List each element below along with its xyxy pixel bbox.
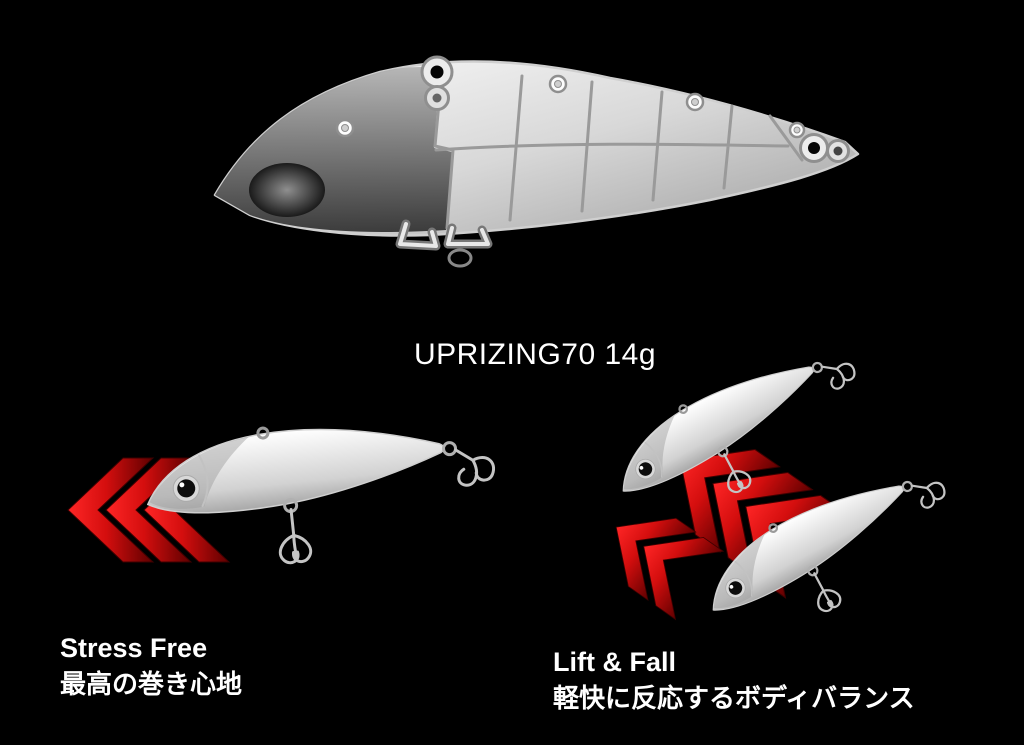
lure-cutaway-diagram	[213, 55, 860, 268]
feature-lift-fall: Lift & Fall 軽快に反応するボディバランス	[553, 644, 915, 716]
feature-heading: Stress Free	[60, 633, 208, 663]
top-line-eyelet	[420, 55, 454, 111]
feature-heading: Lift & Fall	[553, 647, 676, 677]
feature-subheading: 軽快に反応するボディバランス	[553, 683, 915, 713]
product-title: UPRIZING70 14g	[413, 338, 657, 371]
feature-stress-free: Stress Free 最高の巻き心地	[60, 630, 242, 702]
cutaway-head-chamber	[215, 67, 452, 233]
belly-hook-hangers	[395, 219, 493, 268]
feature-subheading: 最高の巻き心地	[60, 669, 243, 699]
tail-eyelet	[799, 133, 850, 163]
stress-free-illustration	[67, 402, 503, 579]
internal-weight	[249, 163, 325, 217]
internal-ribs	[433, 68, 804, 230]
body-holes	[335, 74, 806, 139]
